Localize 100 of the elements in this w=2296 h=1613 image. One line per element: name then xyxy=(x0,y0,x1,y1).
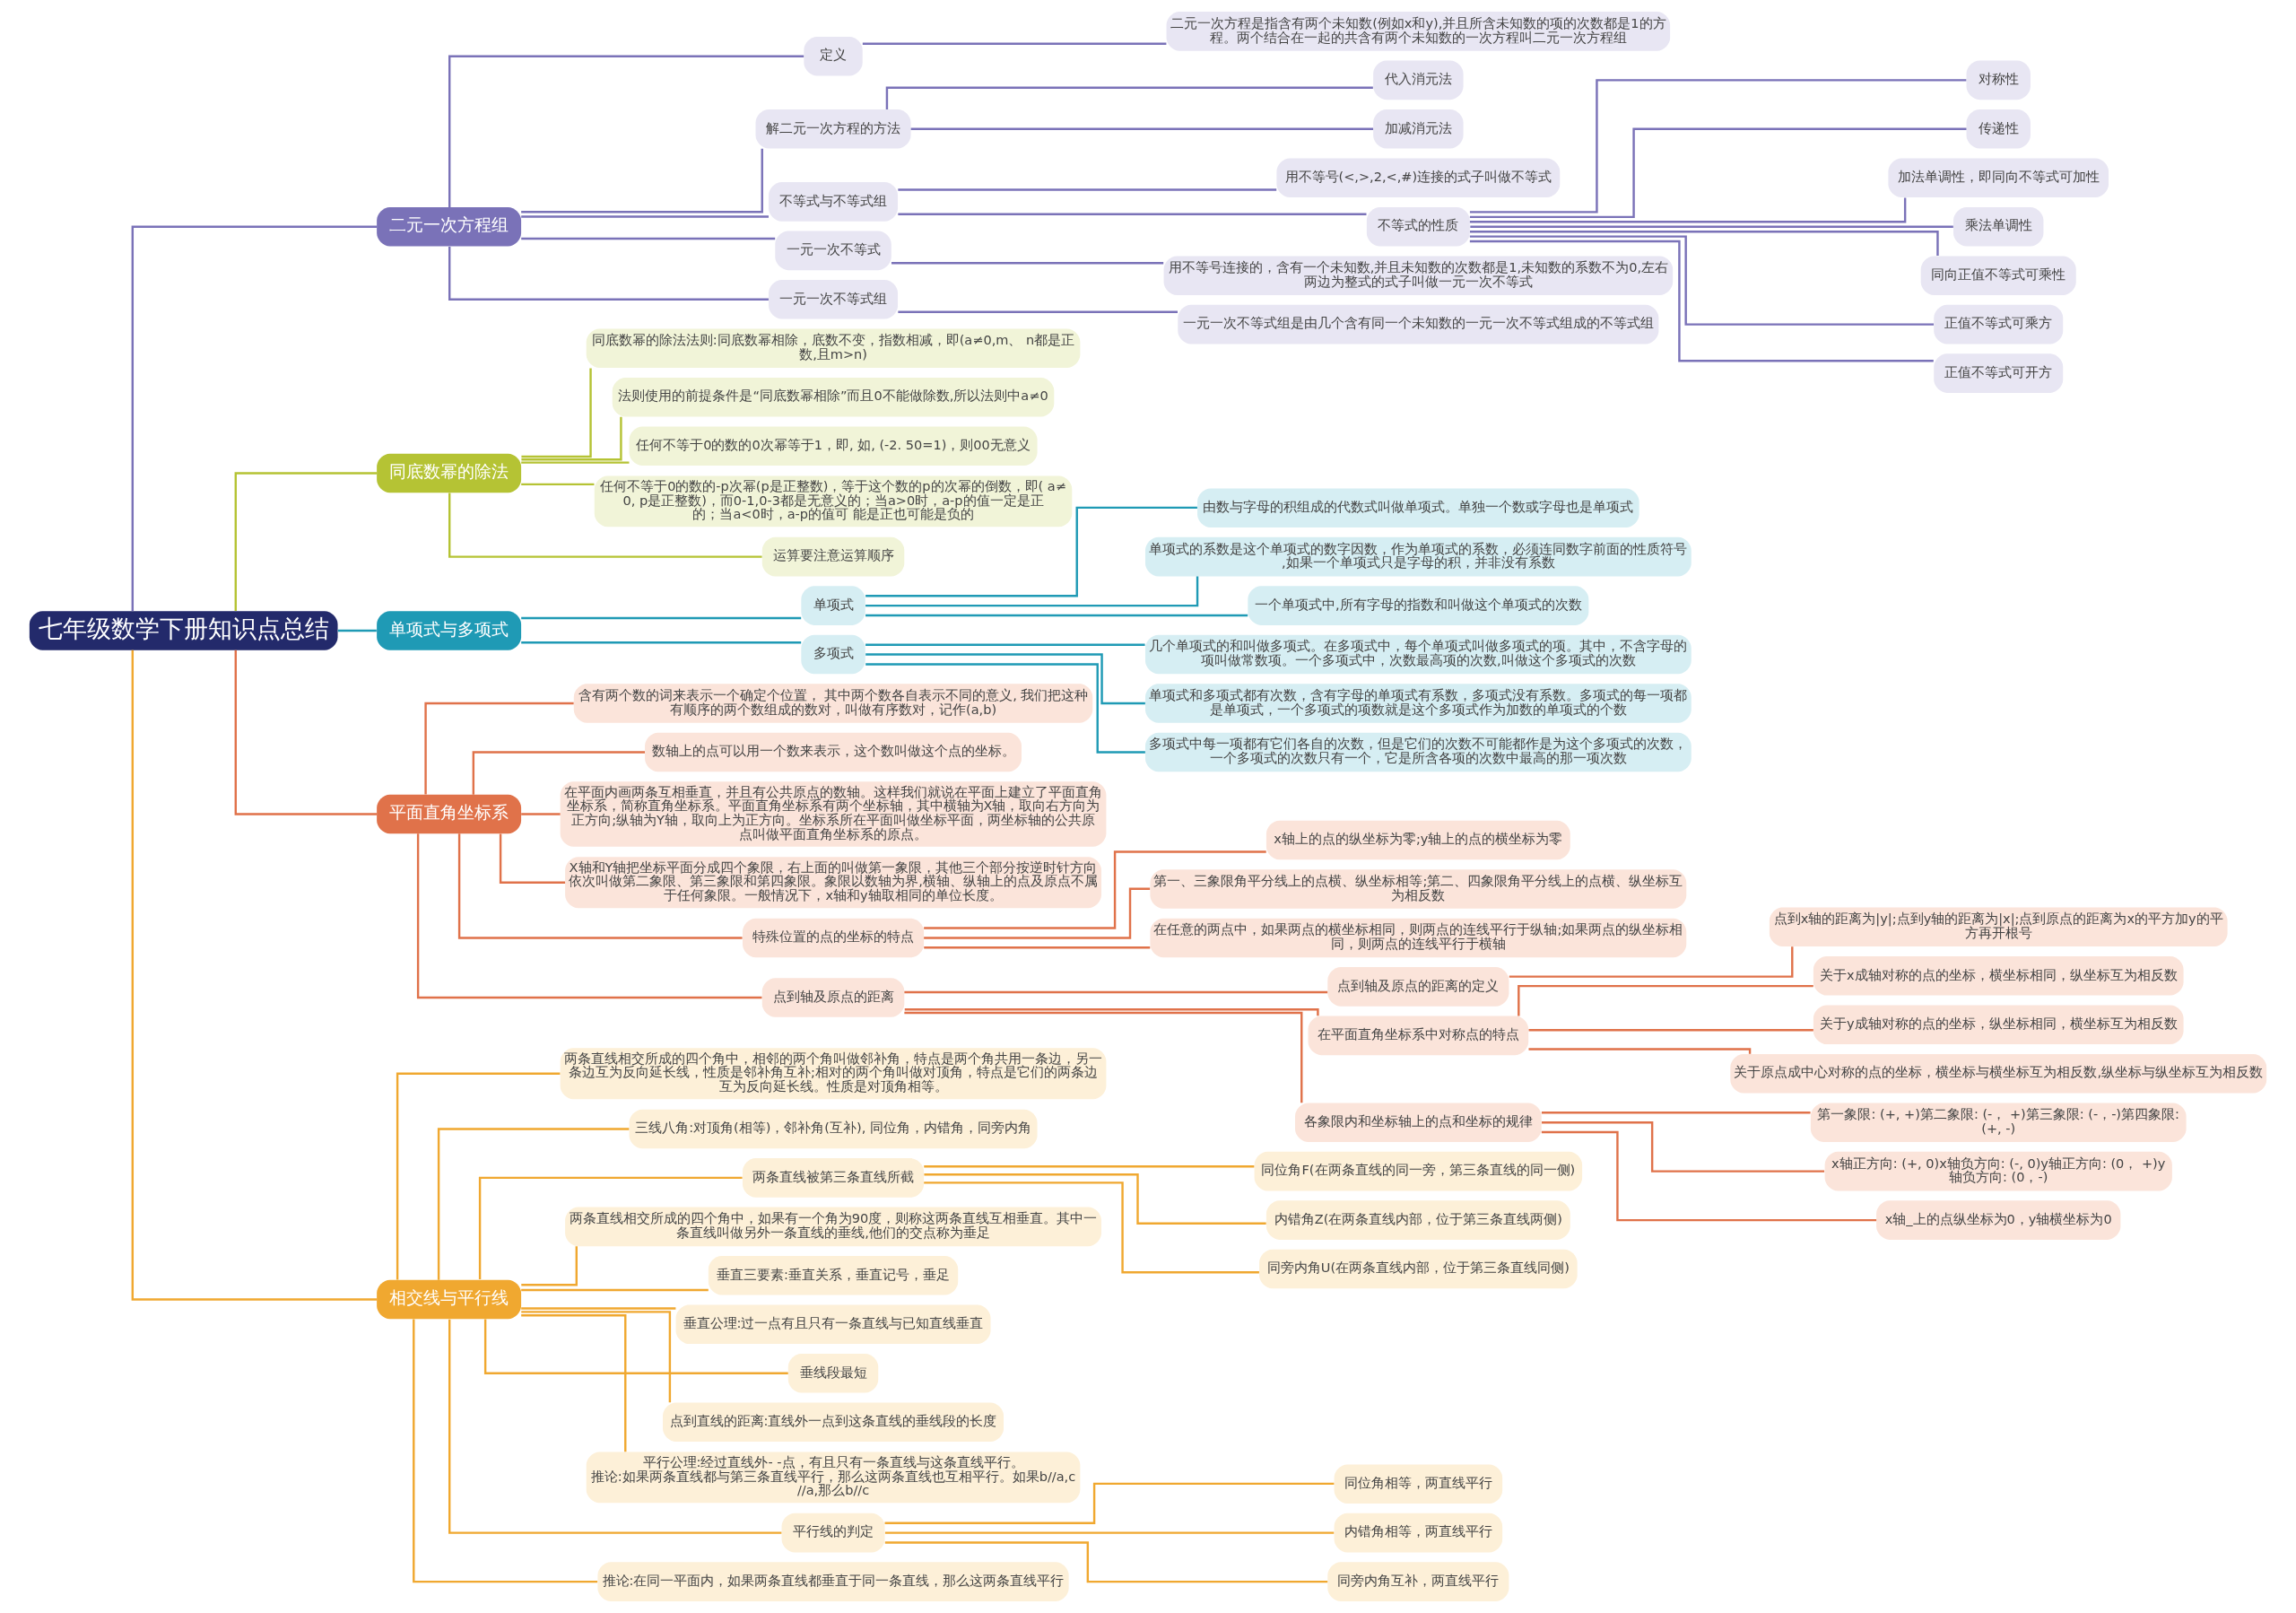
node-box: 点到轴及原点的距离 xyxy=(761,978,905,1017)
connector xyxy=(521,215,769,218)
connector xyxy=(1541,1112,1811,1114)
node-box: 一元一次不等式 xyxy=(775,231,891,271)
connector xyxy=(521,1246,578,1286)
connector xyxy=(1469,127,1967,219)
node-box: 解二元一次方程的方法 xyxy=(755,109,911,149)
node-box: 代入消元法 xyxy=(1373,60,1464,100)
connector xyxy=(416,833,762,999)
connector xyxy=(865,643,1145,646)
connector xyxy=(521,461,630,464)
node-box: 多项式中每一项都有它们各自的次数，但是它们的次数不可能都作是为这个多项式的次数，一个多项式的次数只有一个，它是所含各项的次数中最高的那一项次数 xyxy=(1144,732,1692,772)
connector xyxy=(234,650,378,815)
node-box: 一元一次不等式组 xyxy=(769,280,899,319)
connector xyxy=(924,850,1266,929)
connector xyxy=(1528,1029,1813,1032)
connector xyxy=(521,813,561,815)
connector xyxy=(448,1319,782,1534)
node-box: 乘法单调性 xyxy=(1953,206,2044,247)
connector xyxy=(413,1319,598,1583)
node-box: 推论:在同一平面内，如果两条直线都垂直于同一条直线，那么这两条直线平行 xyxy=(597,1562,1069,1601)
connector xyxy=(1469,240,1934,362)
node-box: 不等式的性质 xyxy=(1366,206,1470,247)
connector xyxy=(1518,984,1813,1016)
connector xyxy=(521,1311,672,1403)
connector xyxy=(924,1165,1255,1168)
node-box: 任何不等于0的数的0次幂等于1，即, 如, (-2. 50=1)，则00无意义 xyxy=(629,426,1038,466)
connector xyxy=(904,1011,1303,1103)
node-box: 同位角F(在两条直线的同一旁，第三条直线的同一侧) xyxy=(1254,1151,1583,1191)
node-box: 特殊位置的点的坐标的特点 xyxy=(742,918,925,958)
connector xyxy=(437,1128,630,1280)
connector xyxy=(131,650,378,1301)
connector xyxy=(521,1314,627,1452)
connector xyxy=(521,416,622,461)
node-box: 两条直线相交所成的四个角中，相邻的两个角叫做邻补角，特点是两个角共用一条边，另一条边互为反向延长线，性质是邻补角互补;相对的两个角叫做对顶角，特点是它们的两条边互为反向延长线。性质是对顶角相等。 xyxy=(560,1048,1107,1100)
node-box: 三线八角:对顶角(相等)，邻补角(互补), 同位角，内错角，同旁内角 xyxy=(629,1109,1038,1149)
connector xyxy=(862,42,1167,45)
connector xyxy=(1469,79,1967,214)
node-box: x轴正方向: (+, 0)x轴负方向: (-, 0)y轴正方向: (0， +)y轴负方向: (0，-) xyxy=(1824,1151,2172,1191)
node-box: 平面直角坐标系 xyxy=(377,794,522,834)
connector xyxy=(1470,225,1953,228)
connector xyxy=(924,946,1151,949)
node-box: 不等式与不等式组 xyxy=(769,182,899,222)
connector xyxy=(337,629,377,632)
connector xyxy=(1470,230,1939,256)
node-box: 传递性 xyxy=(1966,109,2031,149)
node-box: 法则使用的前提条件是“同底数幂相除”而且0不能做除数,所以法则中a≠0 xyxy=(612,377,1055,417)
connector xyxy=(924,1181,1259,1274)
node-box: 多项式 xyxy=(801,634,865,675)
node-box: 关于y成轴对称的点的坐标，纵坐标相同，横坐标互为相反数 xyxy=(1813,1005,2184,1045)
connector xyxy=(865,614,1248,617)
node-box: 两条直线被第三条直线所截 xyxy=(742,1158,925,1198)
connector xyxy=(898,213,1367,215)
node-box: 加减消元法 xyxy=(1373,109,1464,149)
connector xyxy=(904,1008,1319,1016)
connector xyxy=(924,1173,1266,1225)
node-box: 同旁内角互补，两直线平行 xyxy=(1327,1562,1509,1601)
node-box: 在平面直角坐标系中对称点的特点 xyxy=(1308,1016,1529,1056)
node-box: 在任意的两点中，如果两点的横坐标相同，则两点的连线平行于纵轴;如果两点的纵坐标相同，则两点的连线平行于横轴 xyxy=(1150,918,1687,958)
node-box: 同向正值不等式可乘性 xyxy=(1920,256,2076,295)
node-box: 含有两个数的词来表示一个确定个位置， 其中两个数各自表示不同的意义, 我们把这种有顺序的两个数组成的数对，叫做有序数对，记作(a,b) xyxy=(573,684,1093,723)
connector xyxy=(131,225,378,611)
node-box: 由数与字母的积组成的代数式叫做单项式。单独一个数或字母也是单项式 xyxy=(1197,488,1639,527)
connector xyxy=(884,1531,1335,1534)
node-box: 点到轴及原点的距离的定义 xyxy=(1327,967,1509,1007)
node-box: 平行线的判定 xyxy=(781,1513,885,1553)
connector xyxy=(924,887,1151,939)
node-box: 垂线段最短 xyxy=(787,1353,879,1393)
node-box: 单项式的系数是这个单项式的数字因数，作为单项式的系数，必须连同数字前面的性质符号,如果一个单项式只是字母的积，并非没有系数 xyxy=(1144,536,1692,577)
connector xyxy=(234,472,378,612)
node-box: 定义 xyxy=(804,36,863,76)
node-box: 一个单项式中,所有字母的指数和叫做这个单项式的次数 xyxy=(1248,586,1589,625)
connector xyxy=(898,310,1178,313)
node-box: 任何不等于0的数的-p次幂(p是正整数)，等于这个数的p的次幂的倒数，即( a≠0, p是正整数)，而0-1,0-3都是无意义的；当a>0时，a-p的值一定是正的；当a<0时，a-p的值可 能是正也可能是负的 xyxy=(594,475,1073,527)
connector xyxy=(457,833,743,939)
node-box: 数轴上的点可以用一个数来表示，这个数叫做这个点的坐标。 xyxy=(645,732,1022,772)
node-box: 运算要注意运算顺序 xyxy=(761,536,905,577)
node-box: 同底数幂的除法 xyxy=(377,453,522,493)
node-box: 各象限内和坐标轴上的点和坐标的规律 xyxy=(1295,1103,1542,1142)
node-box: x轴_上的点纵坐标为0，y轴横坐标为0 xyxy=(1876,1200,2121,1240)
node-box: 正值不等式可开方 xyxy=(1934,353,2064,393)
connector xyxy=(472,751,646,795)
node-box: 同位角相等，两直线平行 xyxy=(1334,1464,1503,1504)
node-box: 用不等号连接的，含有一个未知数,并且未知数的次数都是1,未知数的系数不为0,左右两边为整式的式子叫做一元一次不等式 xyxy=(1163,256,1674,295)
connector xyxy=(521,368,592,458)
connector xyxy=(448,55,804,207)
connector xyxy=(521,148,763,214)
connector xyxy=(478,1176,743,1280)
node-box: 二元一次方程是指含有两个未知数(例如x和y),并且所含未知数的项的次数都是1的方程。两个结合在一起的共含有两个未知数的一次方程叫二元一次方程组 xyxy=(1166,12,1671,51)
node-box: 垂直三要素:垂直关系，垂直记号，垂足 xyxy=(708,1256,959,1295)
node-box: 点到直线的距离:直线外一点到这条直线的垂线段的长度 xyxy=(663,1402,1004,1442)
node-box: 加法单调性，即同向不等式可加性 xyxy=(1888,158,2109,198)
connector xyxy=(865,663,1145,754)
connector xyxy=(396,1072,561,1280)
node-box: 同底数幂的除法法则:同底数幂相除，底数不变，指数相减，即(a≠0,m、 n都是正数,且m>n) xyxy=(586,328,1081,369)
node-box: 单项式与多项式 xyxy=(377,611,522,650)
connector xyxy=(483,1319,788,1374)
node-box: 用不等号(<,>,2,<,#)连接的式子叫做不等式 xyxy=(1276,158,1561,198)
connector xyxy=(1542,1120,1825,1173)
node-box: X轴和Y轴把坐标平面分成四个象限，右上面的叫做第一象限，其他三个部分按逆时针方向依次叫做第二象限、第三象限和第四象限。象限以数轴为界,横轴、纵轴上的点及原点不属于任何象限。一般情况下，x轴和y轴取相同的单位长度。 xyxy=(565,857,1101,909)
